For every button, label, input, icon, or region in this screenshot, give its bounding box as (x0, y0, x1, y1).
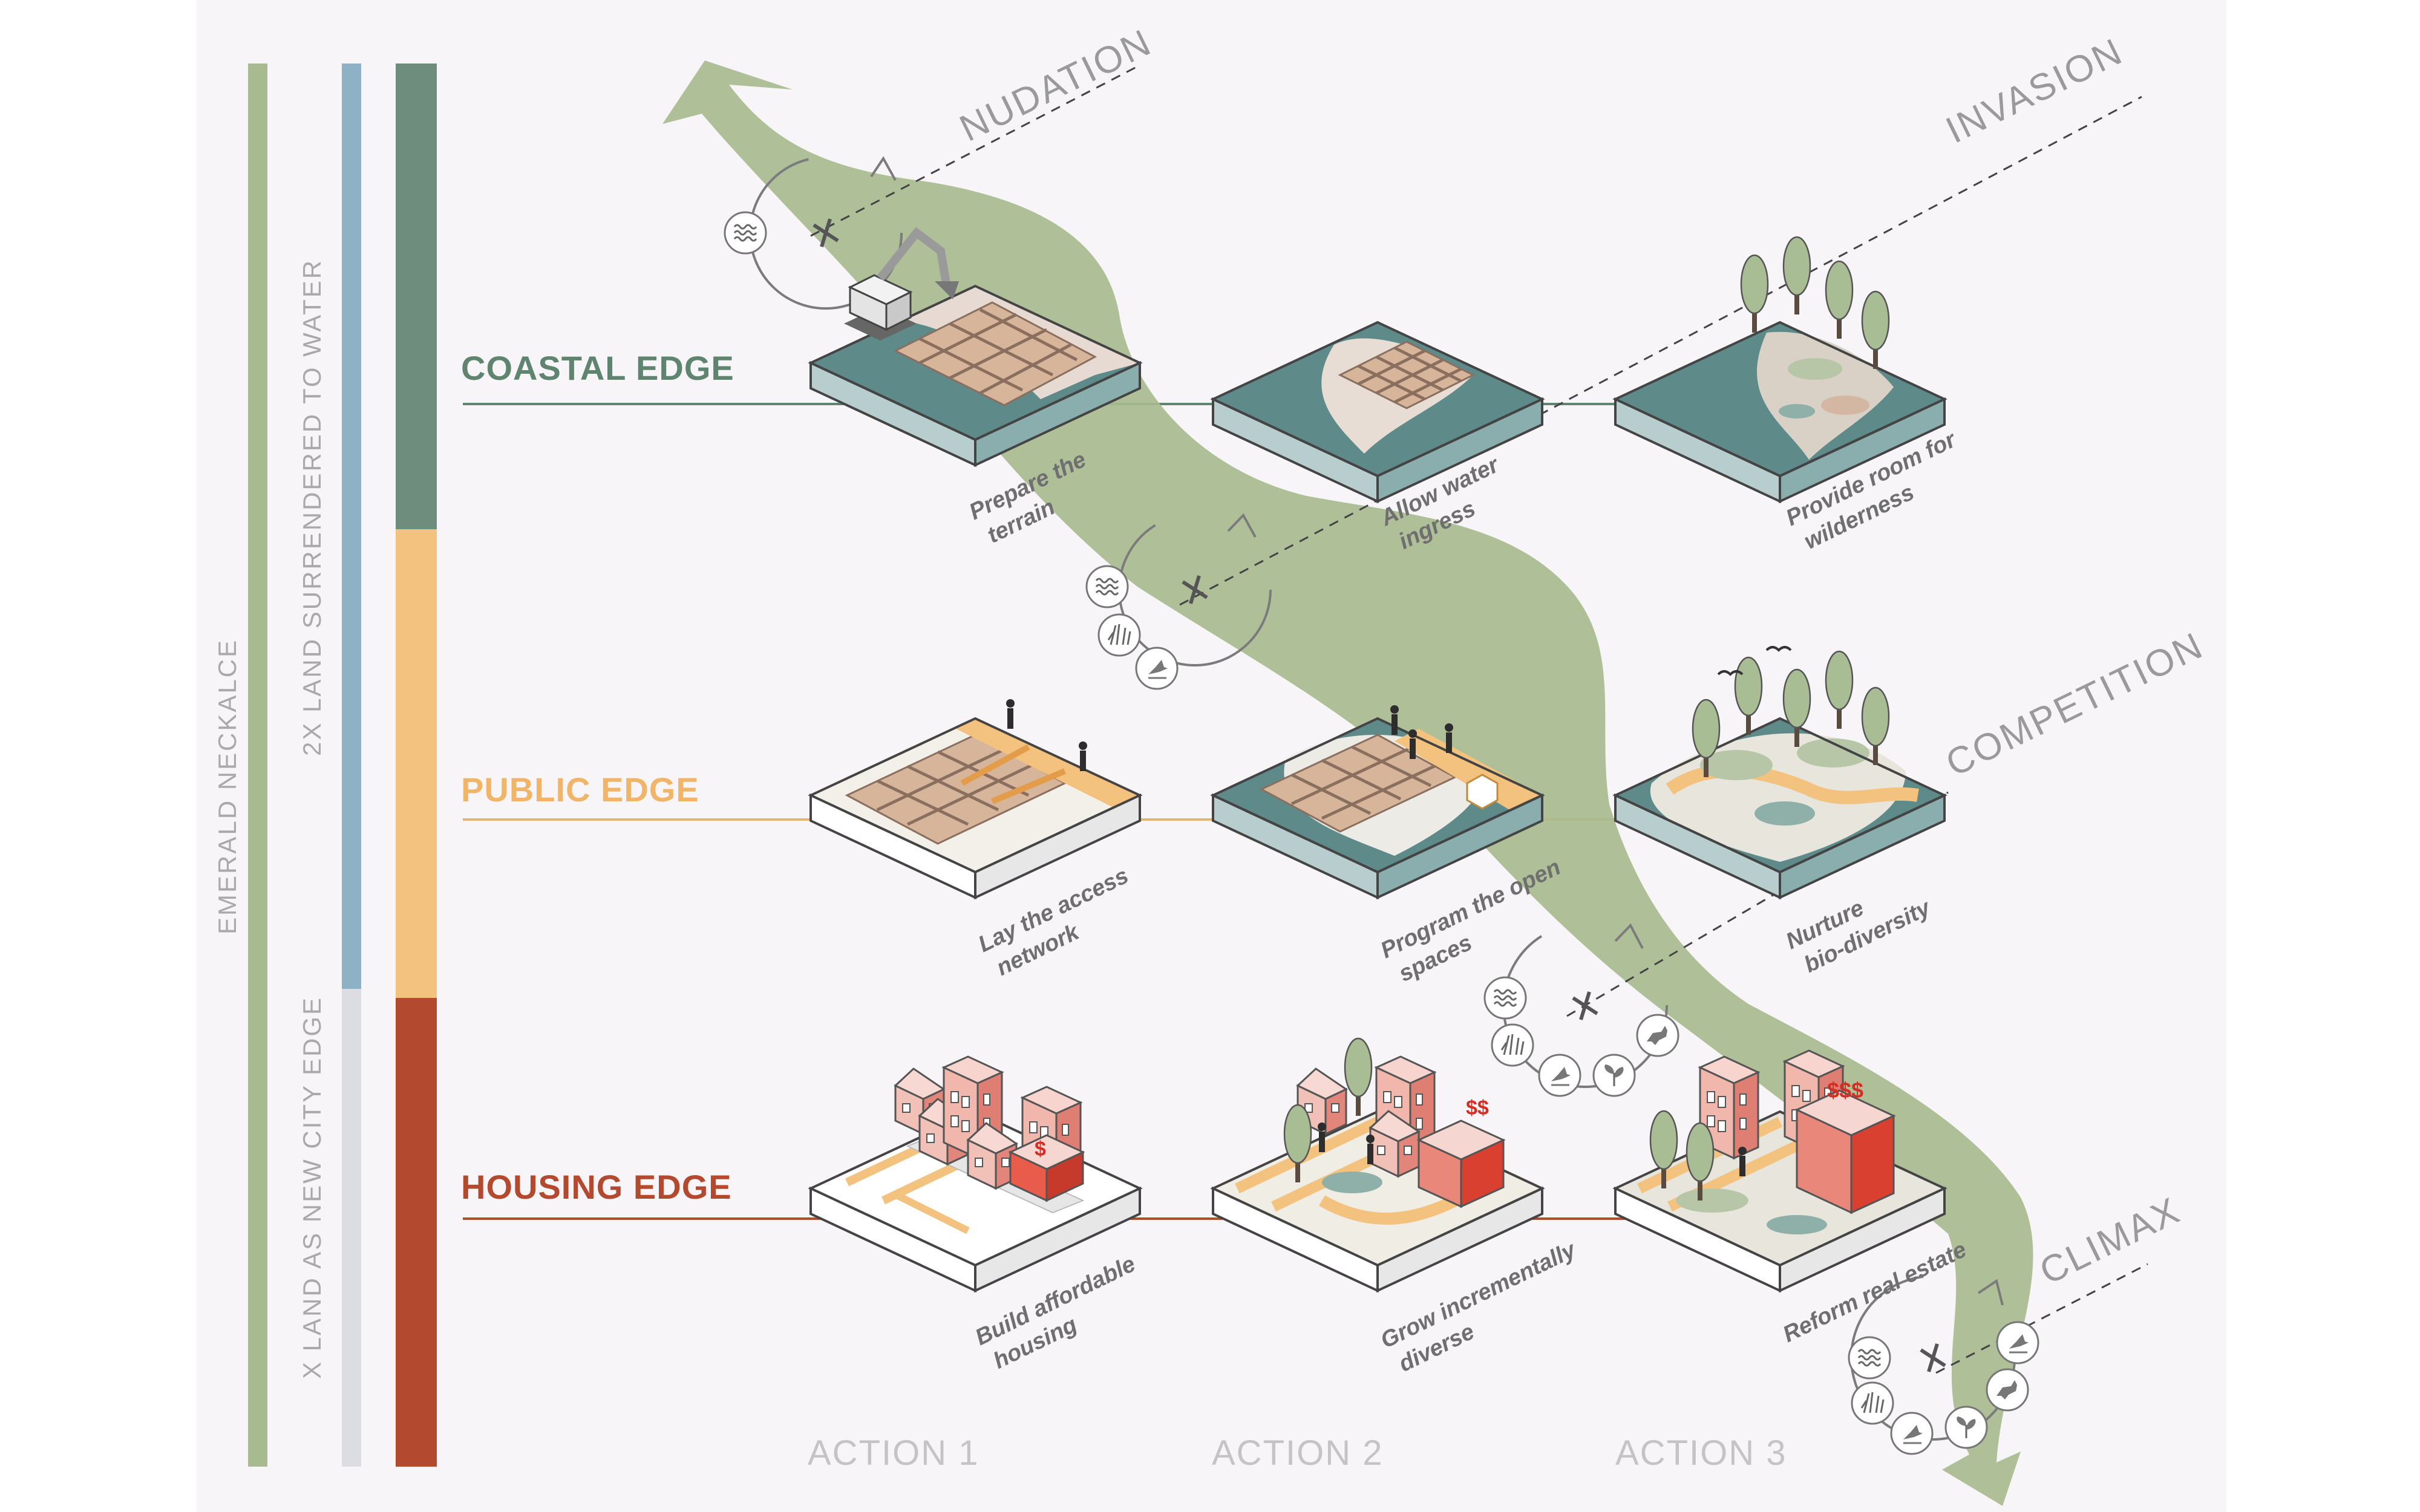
person-icon (1408, 729, 1417, 759)
coastal-edge-label: COASTAL EDGE (461, 349, 734, 387)
diverse-block: $$ (1416, 1097, 1506, 1208)
coastal-bar (396, 64, 437, 529)
cycle-invasion (1085, 513, 1272, 690)
block-housing-2: $$ (1212, 1037, 1543, 1292)
person-icon (1318, 1123, 1326, 1152)
cross-icon (1920, 1343, 1946, 1372)
bird-icon (1765, 646, 1792, 652)
bird-icon (1717, 670, 1744, 676)
housing-edge-label: HOUSING EDGE (461, 1168, 732, 1206)
price-tag-label: $ (1035, 1138, 1046, 1161)
reform-block: $$$ (1794, 1078, 1896, 1214)
person-icon (1738, 1147, 1747, 1176)
row-labels: COASTAL EDGE PUBLIC EDGE HOUSING EDGE (461, 349, 734, 1206)
cycle-competition (1483, 922, 1679, 1097)
action-1-label: ACTION 1 (808, 1433, 979, 1473)
block-public-2 (1210, 705, 1545, 899)
housing-bar (396, 998, 437, 1467)
action-2-label: ACTION 2 (1212, 1433, 1384, 1473)
background-panel (197, 0, 2226, 1512)
action-3-label: ACTION 3 (1615, 1433, 1787, 1473)
pavilion-icon (1466, 774, 1499, 810)
block-coastal-2 (1210, 321, 1545, 503)
city-bar (342, 989, 361, 1467)
invasion-diagonal (1179, 96, 2142, 606)
block-housing-3: $$$ (1614, 1049, 1946, 1292)
person-icon (1366, 1135, 1375, 1164)
block-coastal-3 (1612, 236, 1947, 503)
person-icon (1445, 723, 1453, 753)
person-icon (1390, 705, 1399, 735)
block-housing-1: $ (809, 1055, 1141, 1292)
person-icon (1079, 741, 1087, 771)
block-public-1 (809, 699, 1141, 899)
city-label: X LAND AS NEW CITY EDGE (298, 996, 326, 1379)
block-public-3 (1612, 646, 1947, 899)
block-coastal-1 (808, 227, 1143, 466)
action-labels: ACTION 1 ACTION 2 ACTION 3 (808, 1433, 1787, 1473)
public-edge-label: PUBLIC EDGE (461, 771, 699, 809)
cross-icon (1182, 575, 1208, 604)
excavator-icon (844, 227, 959, 341)
stage-diagonals (810, 65, 2148, 1374)
climax-diagonal (1935, 1263, 2148, 1374)
cycle-climax (1848, 1275, 2039, 1455)
affordable-block: $ (1008, 1134, 1085, 1202)
emerald-label: EMERALD NECKALCE (213, 639, 241, 934)
emerald-bar (248, 64, 267, 1467)
price-tag-label: $$ (1466, 1097, 1489, 1119)
water-label: 2X LAND SURRENDERED TO WATER (298, 259, 326, 756)
public-bar (396, 529, 437, 998)
cross-icon (813, 218, 839, 247)
water-bar (342, 64, 361, 989)
competition-diagonal (1566, 791, 1949, 1017)
nudation-diagonal (810, 65, 1138, 237)
person-icon (1006, 699, 1015, 729)
cross-icon (1572, 991, 1598, 1020)
vertical-bars: EMERALD NECKALCE 2X LAND SURRENDERED TO … (213, 64, 437, 1467)
cycle-nudation (724, 156, 903, 310)
price-tag-label: $$$ (1827, 1078, 1863, 1103)
